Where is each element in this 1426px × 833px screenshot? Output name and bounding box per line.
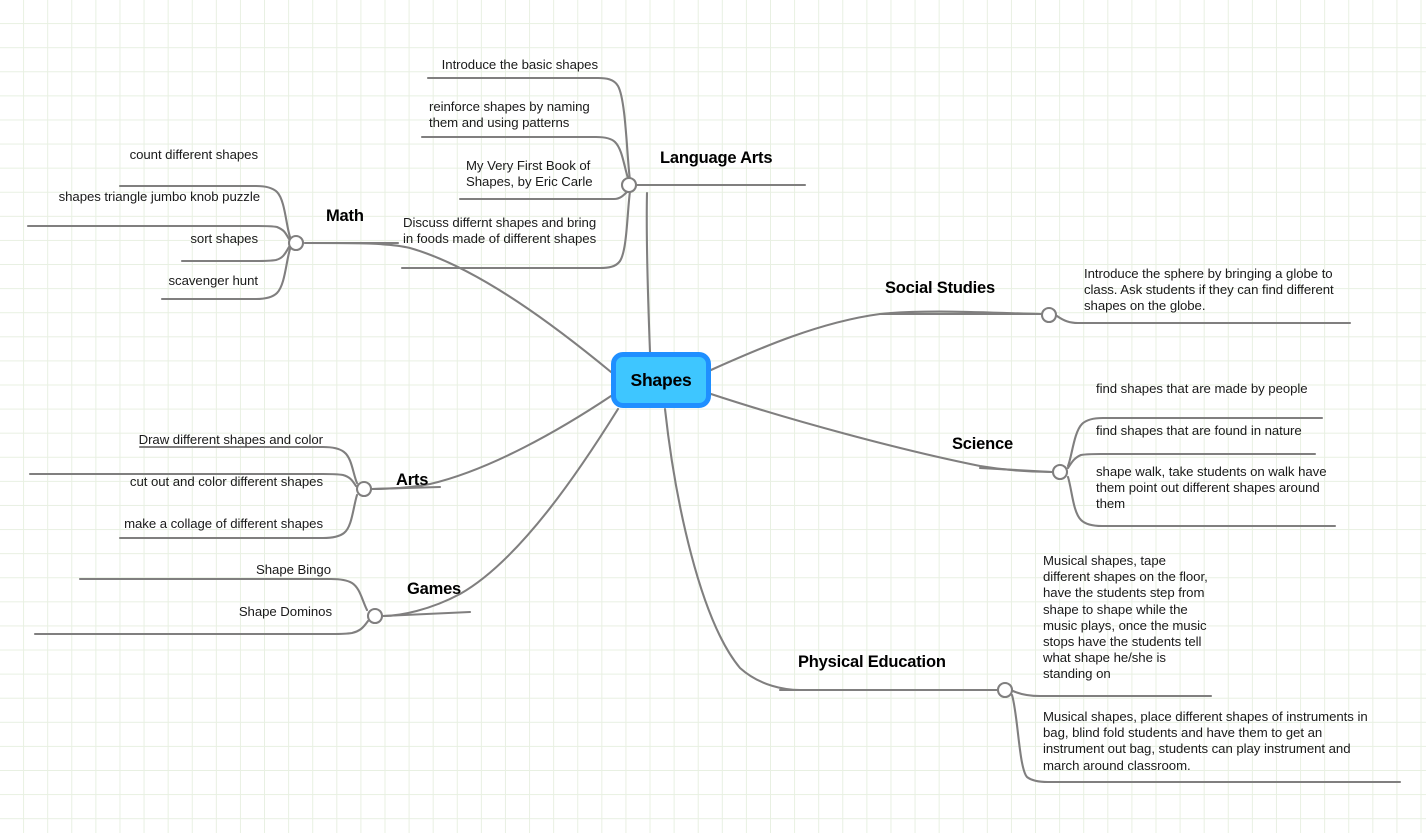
branch-label-social-studies[interactable]: Social Studies <box>885 279 995 297</box>
leaf-language-arts-2[interactable]: reinforce shapes by naming them and usin… <box>429 99 590 131</box>
wire-games-spine <box>381 610 472 618</box>
wire-games-child-2 <box>33 619 370 636</box>
leaf-language-arts-1[interactable]: Introduce the basic shapes <box>441 57 598 72</box>
junction-science[interactable] <box>1051 463 1069 481</box>
branch-label-arts[interactable]: Arts <box>396 471 429 489</box>
wire-math-child-3 <box>180 245 291 263</box>
leaf-math-3[interactable]: sort shapes <box>190 231 258 246</box>
branch-label-physical-education[interactable]: Physical Education <box>798 653 946 671</box>
leaf-science-2[interactable]: find shapes that are found in nature <box>1096 423 1302 438</box>
leaf-language-arts-4[interactable]: Discuss differnt shapes and bring in foo… <box>403 215 597 247</box>
wire-pe-child-1 <box>1011 689 1213 698</box>
leaf-science-3[interactable]: shape walk, take students on walk have t… <box>1096 464 1327 512</box>
junction-arts[interactable] <box>355 480 373 498</box>
branch-label-games[interactable]: Games <box>407 580 462 598</box>
leaf-physical-education-2[interactable]: Musical shapes, place different shapes o… <box>1043 709 1368 773</box>
leaf-language-arts-3[interactable]: My Very First Book of Shapes, by Eric Ca… <box>466 158 593 190</box>
junction-social-studies[interactable] <box>1040 306 1058 324</box>
wire-root-science <box>709 392 1054 474</box>
leaf-social-studies-1[interactable]: Introduce the sphere by bringing a globe… <box>1084 266 1334 314</box>
leaf-science-1[interactable]: find shapes that are made by people <box>1096 381 1308 396</box>
wire-la-child-3 <box>458 188 631 201</box>
junction-language-arts[interactable] <box>620 176 638 194</box>
leaf-math-4[interactable]: scavenger hunt <box>168 273 259 288</box>
wire-root-math <box>303 241 613 374</box>
root-node-shapes[interactable]: Shapes <box>611 352 711 408</box>
branch-label-math[interactable]: Math <box>326 207 364 225</box>
leaf-arts-1[interactable]: Draw different shapes and color <box>138 432 323 447</box>
leaf-math-2[interactable]: shapes triangle jumbo knob puzzle <box>58 189 260 204</box>
leaf-games-1[interactable]: Shape Bingo <box>256 562 331 577</box>
branch-label-science[interactable]: Science <box>952 435 1013 453</box>
root-node-label: Shapes <box>630 369 692 390</box>
leaf-games-2[interactable]: Shape Dominos <box>238 604 332 619</box>
junction-physical-education[interactable] <box>996 681 1014 699</box>
wire-root-language-arts <box>645 191 652 354</box>
branch-label-language-arts[interactable]: Language Arts <box>660 149 773 167</box>
wire-root-social-studies <box>709 310 1043 372</box>
junction-math[interactable] <box>287 234 305 252</box>
leaf-math-1[interactable]: count different shapes <box>129 147 258 162</box>
leaf-arts-3[interactable]: make a collage of different shapes <box>124 516 323 531</box>
wire-ss-child-1 <box>1055 314 1352 325</box>
wire-science-spine <box>978 466 1054 474</box>
wire-root-physical-education <box>663 407 802 692</box>
junction-games[interactable] <box>366 607 384 625</box>
leaf-arts-2[interactable]: cut out and color different shapes <box>129 474 323 489</box>
leaf-physical-education-1[interactable]: Musical shapes, tape different shapes on… <box>1043 553 1208 682</box>
